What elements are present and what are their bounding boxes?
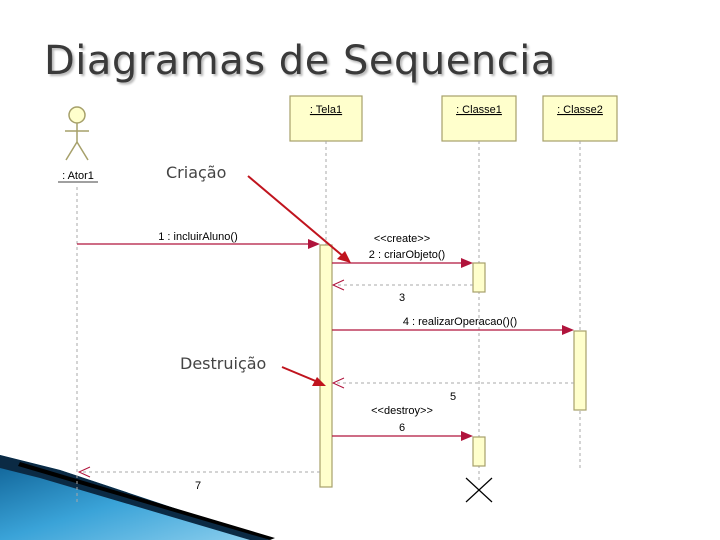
message-6-stereotype: <<destroy>> — [371, 405, 433, 417]
activation-tela1 — [319, 244, 333, 488]
message-4-label: 4 : realizarOperacao()() — [403, 316, 517, 328]
corner-decoration — [0, 455, 275, 540]
destruction-annotation-arrow — [281, 366, 326, 386]
message-7-label: 7 — [195, 480, 201, 492]
message-6-arrow — [332, 431, 473, 441]
object-classe1 — [441, 95, 517, 142]
object-label-tela1: : Tela1 — [310, 104, 342, 116]
object-tela1 — [289, 95, 363, 142]
message-1-label: 1 : incluirAluno() — [158, 231, 237, 243]
message-6-label: 6 — [399, 422, 405, 434]
actor-ator1 — [58, 106, 98, 183]
message-3-return — [331, 279, 473, 291]
message-2-label: 2 : criarObjeto() — [369, 249, 445, 261]
message-5-label: 5 — [450, 391, 456, 403]
slide-title: Diagramas de Sequencia — [44, 38, 556, 84]
message-5-return — [331, 377, 574, 389]
message-3-label: 3 — [399, 292, 405, 304]
destruction-annotation: Destruição — [180, 354, 267, 373]
message-2-arrow — [332, 258, 473, 268]
object-label-classe1: : Classe1 — [456, 104, 502, 116]
creation-annotation-arrow — [247, 175, 351, 263]
message-2-stereotype: <<create>> — [374, 233, 430, 245]
creation-annotation: Criação — [166, 163, 227, 182]
message-4-arrow — [332, 325, 574, 335]
message-1-arrow — [77, 239, 320, 249]
object-classe2 — [542, 95, 618, 142]
object-label-classe2: : Classe2 — [557, 104, 603, 116]
actor-label: : Ator1 — [62, 170, 94, 182]
activation-classe1-destroy — [472, 436, 486, 467]
destruction-mark — [465, 477, 493, 503]
activation-classe1-create — [472, 262, 486, 293]
message-7-return — [77, 466, 320, 478]
activation-classe2 — [573, 330, 587, 411]
